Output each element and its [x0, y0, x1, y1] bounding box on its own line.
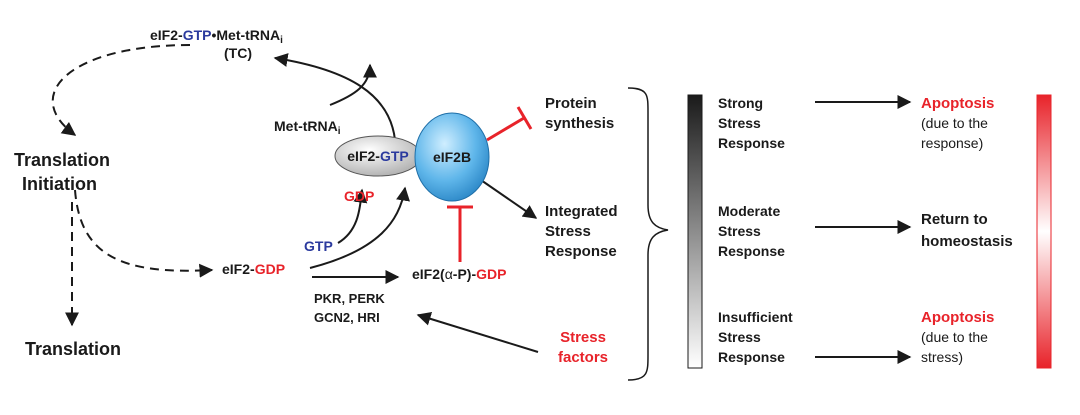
outcome-line: Apoptosis — [921, 95, 994, 112]
response-row-moderate: Moderate Stress Response Return to homeo… — [718, 203, 1013, 259]
outcome-line: (due to the — [921, 329, 988, 345]
inhibition-phospho-eif2-to-eif2b — [447, 205, 473, 262]
ternary-complex-label: eIF2-GTP•Met-tRNAi — [150, 27, 283, 46]
outcome-line: response) — [921, 135, 983, 151]
response-level-line: Stress — [718, 329, 761, 345]
dashed-cycle-arrow-tc-to-initiation — [51, 44, 191, 136]
translation-initiation-label-line2: Initiation — [22, 174, 97, 194]
response-level-line: Stress — [718, 115, 761, 131]
eif2-gtp-label: eIF2-GTP — [347, 148, 408, 164]
met-trna-label: Met-tRNAi — [274, 118, 341, 137]
gtp-in-label: GTP — [304, 238, 333, 254]
outcome-line: homeostasis — [921, 233, 1013, 250]
response-level-line: Response — [718, 135, 785, 151]
arrow-stress-factors-to-kinases — [416, 312, 539, 353]
inhibition-eif2b-to-protein-synthesis — [486, 106, 533, 142]
isr-label-line2: Stress — [545, 223, 591, 240]
protein-synthesis-label-line2: synthesis — [545, 115, 614, 132]
response-row-strong: Strong Stress Response Apoptosis (due to… — [718, 95, 994, 151]
translation-initiation-label-line1: Translation — [14, 150, 110, 170]
outcome-line: Return to — [921, 211, 988, 228]
response-level-line: Response — [718, 243, 785, 259]
response-level-line: Stress — [718, 223, 761, 239]
arrow-eif2gdp-to-eif2gtp — [309, 186, 410, 269]
protein-synthesis-label-line1: Protein — [545, 95, 597, 112]
eif2b-label: eIF2B — [433, 149, 471, 165]
outcome-line: Apoptosis — [921, 309, 994, 326]
eif2-gdp-label: eIF2-GDP — [222, 261, 285, 277]
response-level-line: Strong — [718, 95, 763, 111]
kinases-label-line2: GCN2, HRI — [314, 310, 380, 325]
isr-label-line1: Integrated — [545, 203, 618, 220]
ternary-complex-abbrev: (TC) — [224, 45, 252, 61]
phospho-eif2-label: eIF2(α-P)-GDP — [412, 266, 506, 282]
curly-brace — [627, 87, 669, 381]
outcome-line: stress) — [921, 349, 963, 365]
eif2b-sphere — [414, 112, 490, 202]
apoptosis-risk-gradient-bar — [1036, 94, 1052, 369]
stress-factors-label-line1: Stress — [560, 329, 606, 346]
gdp-released-label: GDP — [344, 188, 374, 204]
dashed-cycle-arrow-initiation-to-eif2gdp — [74, 189, 214, 278]
arrow-met-trna-joining — [329, 63, 377, 106]
response-row-insufficient: Insufficient Stress Response Apoptosis (… — [718, 309, 994, 365]
response-level-line: Insufficient — [718, 309, 793, 325]
response-strength-gradient-bar — [687, 94, 703, 369]
stress-factors-label-line2: factors — [558, 349, 608, 366]
kinases-label-line1: PKR, PERK — [314, 291, 385, 306]
outcome-line: (due to the — [921, 115, 988, 131]
response-level-line: Response — [718, 349, 785, 365]
arrow-eif2b-to-isr — [477, 177, 538, 219]
translation-label: Translation — [25, 339, 121, 359]
isr-label-line3: Response — [545, 243, 617, 260]
arrow-gtp-gdp-exchange — [337, 188, 368, 244]
response-level-line: Moderate — [718, 203, 780, 219]
